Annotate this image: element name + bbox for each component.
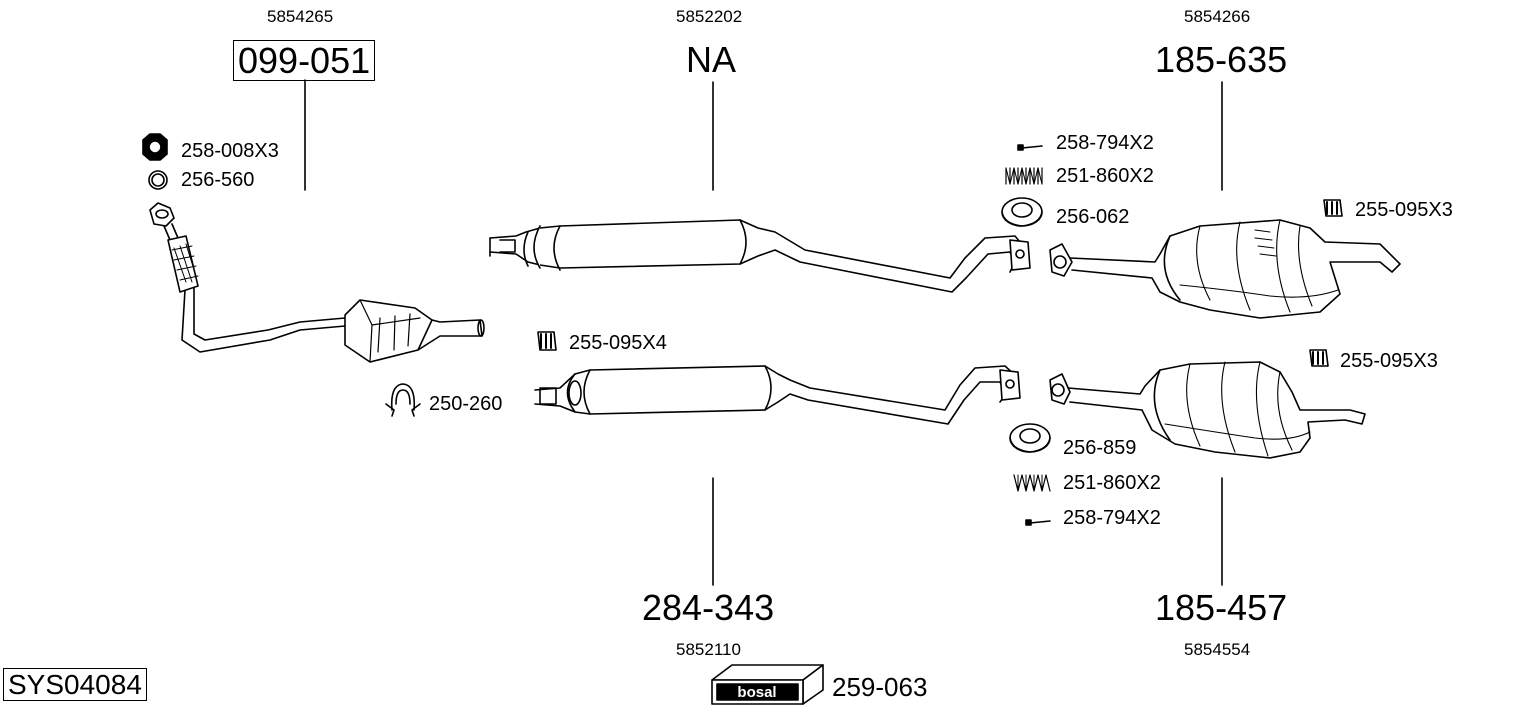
clamp-icon — [386, 384, 420, 416]
leader-lines — [305, 80, 1222, 585]
bolt-icon — [1018, 145, 1042, 150]
rubber-hanger-icon — [538, 332, 556, 350]
bosal-part-number[interactable]: 259-063 — [832, 672, 928, 702]
oe-number-center-top: 5852202 — [676, 7, 743, 26]
bolt-icon — [1026, 520, 1050, 525]
rubber-hanger-icon — [1310, 350, 1328, 366]
spring-icon — [1014, 475, 1050, 491]
accessory-label-hanger-rear-top[interactable]: 255-095X3 — [1355, 199, 1453, 221]
part-number-center-bottom[interactable]: 284-343 — [642, 587, 775, 628]
accessory-label-hanger-rear-bottom[interactable]: 255-095X3 — [1340, 350, 1438, 372]
accessory-label-nut[interactable]: 258-008X3 — [181, 140, 279, 162]
hex-nut-icon — [143, 134, 167, 160]
oe-number-center-bottom: 5852110 — [676, 640, 741, 659]
bosal-logo-text: bosal — [737, 684, 776, 701]
accessory-label-clamp[interactable]: 250-260 — [429, 393, 503, 415]
rear-silencer-bottom-part — [1050, 362, 1365, 458]
accessory-label-hanger-mid[interactable]: 255-095X4 — [569, 332, 667, 354]
accessory-label-ring[interactable]: 256-560 — [181, 169, 255, 191]
accessory-label-spring-bottom[interactable]: 251-860X2 — [1063, 472, 1161, 494]
accessory-label-gasket-bottom[interactable]: 256-859 — [1063, 437, 1137, 459]
center-silencer-top-part — [490, 220, 1030, 292]
gasket-icon — [1010, 424, 1050, 452]
system-code: SYS04084 — [3, 668, 147, 701]
part-number-center-top[interactable]: NA — [686, 39, 737, 80]
accessory-label-bolt-top[interactable]: 258-794X2 — [1056, 132, 1154, 154]
center-silencer-bottom-part — [535, 366, 1020, 424]
accessory-label-bolt-bottom[interactable]: 258-794X2 — [1063, 507, 1161, 529]
rubber-hanger-icon — [1324, 200, 1342, 216]
part-number-rear-bottom[interactable]: 185-457 — [1155, 587, 1288, 628]
bosal-logo: bosal — [712, 665, 823, 704]
accessory-label-gasket-top[interactable]: 256-062 — [1056, 206, 1130, 228]
spring-icon — [1006, 168, 1042, 184]
rear-silencer-top-part — [1050, 220, 1400, 318]
oe-number-rear-bottom: 5854554 — [1184, 640, 1251, 659]
part-number-front-pipe[interactable]: 099-051 — [233, 40, 376, 81]
oe-number-front-pipe: 5854265 — [267, 7, 334, 26]
accessory-label-spring-top[interactable]: 251-860X2 — [1056, 165, 1154, 187]
front-pipe-part — [150, 203, 484, 362]
gasket-icon — [1002, 198, 1042, 226]
part-number-rear-top[interactable]: 185-635 — [1155, 39, 1288, 80]
oe-number-rear-top: 5854266 — [1184, 7, 1251, 26]
seal-ring-icon — [149, 171, 167, 189]
